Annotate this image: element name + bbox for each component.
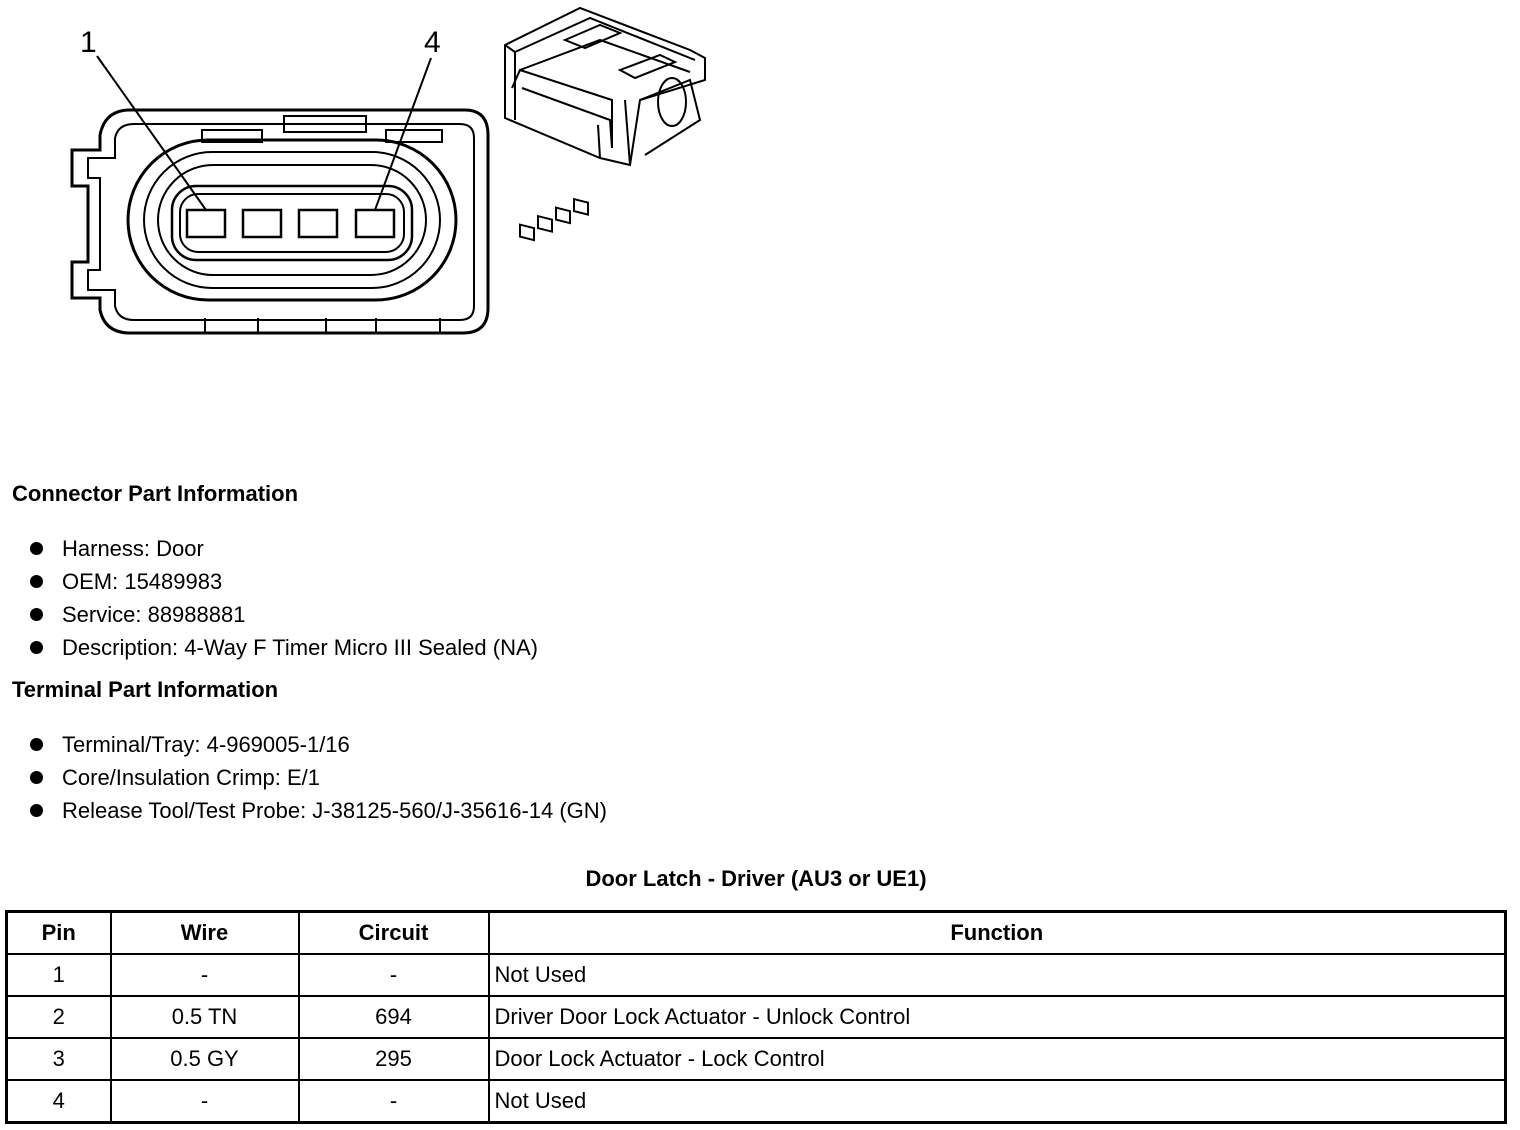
table-title: Door Latch - Driver (AU3 or UE1) — [585, 866, 927, 891]
callout-pin-1: 1 — [80, 26, 97, 59]
table-row: 4 - - Not Used — [5, 1079, 1507, 1124]
wire-cell: 0.5 GY — [109, 1037, 300, 1081]
bullet-icon — [30, 608, 43, 621]
list-item: Service: 88988881 — [30, 598, 538, 631]
header-function: Function — [487, 910, 1507, 955]
service-text: Service: 88988881 — [62, 602, 246, 627]
list-item: Harness: Door — [30, 532, 538, 565]
list-item: Description: 4-Way F Timer Micro III Sea… — [30, 631, 538, 664]
wire-cell: - — [109, 953, 300, 997]
pinout-table: Pin Wire Circuit Function 1 - - Not Used… — [5, 910, 1507, 1124]
release-tool-text: Release Tool/Test Probe: J-38125-560/J-3… — [62, 798, 608, 823]
circuit-cell: 694 — [297, 995, 490, 1039]
bullet-icon — [30, 738, 43, 751]
bullet-icon — [30, 771, 43, 784]
header-circuit: Circuit — [297, 910, 490, 955]
circuit-cell: - — [297, 953, 490, 997]
pin-cell: 3 — [5, 1037, 112, 1081]
function-cell: Driver Door Lock Actuator - Unlock Contr… — [487, 995, 1507, 1039]
connector-isometric-view — [504, 6, 706, 242]
header-wire: Wire — [109, 910, 300, 955]
terminal-info-heading: Terminal Part Information — [12, 677, 279, 702]
table-header-row: Pin Wire Circuit Function — [5, 910, 1507, 955]
circuit-cell: 295 — [297, 1037, 490, 1081]
pin-cell: 2 — [5, 995, 112, 1039]
table-row: 2 0.5 TN 694 Driver Door Lock Actuator -… — [5, 995, 1507, 1039]
bullet-icon — [30, 575, 43, 588]
list-item: Core/Insulation Crimp: E/1 — [30, 761, 607, 794]
connector-info-list: Harness: Door OEM: 15489983 Service: 889… — [30, 532, 538, 664]
bullet-icon — [30, 542, 43, 555]
callout-pin-4: 4 — [424, 26, 441, 59]
bullet-icon — [30, 804, 43, 817]
connector-diagram: 1 4 — [70, 6, 706, 335]
list-item: Release Tool/Test Probe: J-38125-560/J-3… — [30, 794, 607, 827]
function-cell: Not Used — [487, 953, 1507, 997]
wire-cell: - — [109, 1079, 300, 1124]
wire-cell: 0.5 TN — [109, 995, 300, 1039]
connector-face-view — [70, 55, 490, 335]
list-item: Terminal/Tray: 4-969005-1/16 — [30, 728, 607, 761]
pin-cell: 4 — [5, 1079, 112, 1124]
function-cell: Not Used — [487, 1079, 1507, 1124]
crimp-text: Core/Insulation Crimp: E/1 — [62, 765, 320, 790]
circuit-cell: - — [297, 1079, 490, 1124]
table-row: 3 0.5 GY 295 Door Lock Actuator - Lock C… — [5, 1037, 1507, 1081]
terminal-info-list: Terminal/Tray: 4-969005-1/16 Core/Insula… — [30, 728, 607, 827]
bullet-icon — [30, 641, 43, 654]
connector-info-heading: Connector Part Information — [12, 481, 299, 506]
terminal-tray-text: Terminal/Tray: 4-969005-1/16 — [62, 732, 350, 757]
list-item: OEM: 15489983 — [30, 565, 538, 598]
harness-text: Harness: Door — [62, 536, 204, 561]
header-pin: Pin — [5, 910, 112, 955]
description-text: Description: 4-Way F Timer Micro III Sea… — [62, 635, 538, 660]
table-row: 1 - - Not Used — [5, 953, 1507, 997]
function-cell: Door Lock Actuator - Lock Control — [487, 1037, 1507, 1081]
pin-cell: 1 — [5, 953, 112, 997]
oem-text: OEM: 15489983 — [62, 569, 223, 594]
